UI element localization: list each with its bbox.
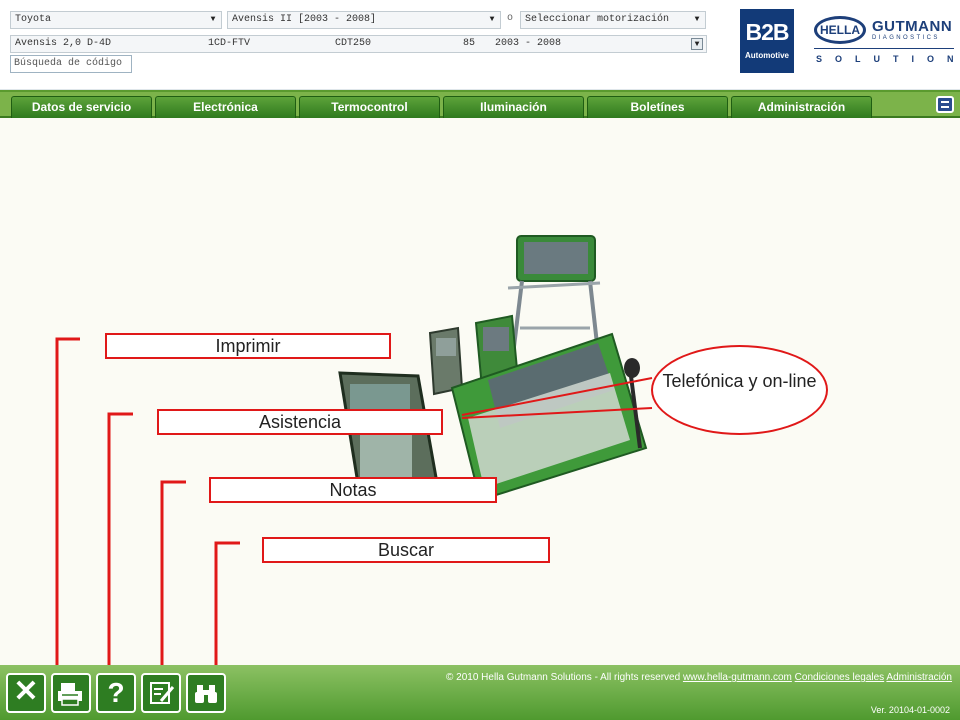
small-handheld-device	[428, 326, 464, 396]
code-search-placeholder: Búsqueda de código	[14, 58, 123, 69]
version-label: Ver. 20104-01-0002	[870, 705, 950, 715]
vehicle-select[interactable]: Avensis 2,0 D-4D 1CD-FTV CDT250 85 2003 …	[10, 35, 707, 53]
chevron-down-icon: ▼	[210, 15, 216, 24]
vehicle-type-code: CDT250	[335, 38, 372, 49]
printer-icon	[58, 683, 82, 706]
tab-iluminacion[interactable]: Iluminación	[443, 96, 584, 118]
hella-gutmann-logo: HELLA GUTMANN DIAGNOSTICS SOLUTIONS	[812, 12, 960, 72]
tab-termocontrol[interactable]: Termocontrol	[299, 96, 440, 118]
admin-link[interactable]: Administración	[886, 672, 952, 683]
cart-device	[507, 235, 601, 364]
b2b-logo-subtext: Automotive	[745, 51, 789, 60]
diagnostic-devices-illustration	[55, 235, 653, 665]
vehicle-years: 2003 - 2008	[495, 38, 562, 49]
or-separator: o	[507, 13, 514, 24]
code-search-input[interactable]: Búsqueda de código	[10, 55, 132, 73]
main-nav: Datos de servicio Electrónica Termocontr…	[0, 90, 960, 118]
search-button[interactable]	[186, 673, 226, 713]
vehicle-power: 85	[463, 38, 476, 49]
binoculars-icon	[195, 685, 217, 703]
callout-leader-lines	[55, 337, 653, 665]
tab-datos-de-servicio[interactable]: Datos de servicio	[11, 96, 152, 118]
main-content: Imprimir Asistencia Notas Buscar Telefón…	[0, 118, 960, 665]
b2b-logo-text: B2B	[745, 19, 789, 45]
tab-administracion[interactable]: Administración	[731, 96, 872, 118]
tab-boletines[interactable]: Boletínes	[587, 96, 728, 118]
window-toggle-icon[interactable]	[936, 96, 954, 113]
model-select[interactable]: Avensis II [2003 - 2008] ▼	[227, 11, 501, 29]
tab-electronica[interactable]: Electrónica	[155, 96, 296, 118]
diagnostics-logo-text: DIAGNOSTICS	[872, 35, 940, 41]
engine-select-placeholder: Seleccionar motorización	[525, 14, 670, 25]
notes-callout: Notas	[209, 477, 497, 503]
notes-button[interactable]	[141, 673, 181, 713]
chevron-down-icon[interactable]: ▼	[691, 38, 703, 50]
chevron-down-icon: ▼	[489, 15, 495, 24]
site-link[interactable]: www.hella-gutmann.com	[682, 672, 792, 683]
chevron-down-icon: ▼	[694, 15, 700, 24]
close-icon: ✕	[13, 675, 39, 708]
engine-select[interactable]: Seleccionar motorización ▼	[520, 11, 706, 29]
print-callout: Imprimir	[105, 333, 391, 359]
make-select[interactable]: Toyota ▼	[10, 11, 222, 29]
assist-callout: Asistencia	[157, 409, 443, 435]
model-select-value: Avensis II [2003 - 2008]	[232, 14, 377, 25]
solutions-logo-text: SOLUTIONS	[816, 54, 960, 64]
footer: ✕ ? © 2010 Hella Gutmann Solutions - All	[0, 665, 960, 720]
copyright-text: © 2010 Hella Gutmann Solutions - All rig…	[446, 672, 681, 683]
help-button[interactable]: ?	[96, 673, 136, 713]
phone-support-bubble: Telefónica y on-line	[651, 345, 828, 435]
make-select-value: Toyota	[15, 14, 52, 25]
vehicle-engine-code: 1CD-FTV	[208, 38, 251, 49]
hella-logo-text: HELLA	[814, 16, 866, 44]
header: Toyota ▼ Avensis II [2003 - 2008] ▼ o Se…	[0, 0, 960, 90]
close-button[interactable]: ✕	[6, 673, 46, 713]
logo-divider	[814, 48, 954, 49]
help-icon: ?	[107, 677, 125, 708]
b2b-automotive-logo: B2B Automotive	[740, 9, 794, 73]
notes-icon	[150, 682, 175, 704]
vehicle-model: Avensis 2,0 D-4D	[15, 38, 112, 49]
print-button[interactable]	[51, 673, 91, 713]
large-tablet-device	[450, 332, 648, 502]
search-callout: Buscar	[262, 537, 550, 563]
copyright-bar: © 2010 Hella Gutmann Solutions - All rig…	[446, 672, 952, 683]
legal-link[interactable]: Condiciones legales	[794, 672, 885, 683]
gutmann-logo-text: GUTMANN	[872, 18, 953, 35]
